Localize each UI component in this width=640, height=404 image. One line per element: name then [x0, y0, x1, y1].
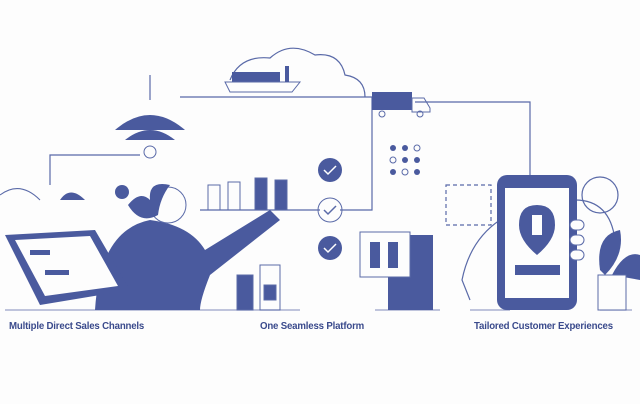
lamp-icon — [115, 115, 185, 159]
dot-grid — [389, 144, 421, 176]
cloud-icon — [229, 47, 366, 98]
caption-customer-experiences: Tailored Customer Experiences — [474, 320, 613, 332]
phone-icon — [497, 175, 585, 310]
connector-line — [340, 120, 373, 211]
connector-line — [49, 154, 140, 185]
truck-icon — [372, 92, 431, 118]
check-icons — [317, 158, 343, 260]
connector-line — [415, 101, 531, 205]
dashed-placeholder — [445, 184, 492, 226]
caption-seamless-platform: One Seamless Platform — [260, 320, 365, 332]
connector-line — [180, 96, 373, 120]
bottles-floor — [236, 264, 281, 311]
monitor-icon — [0, 188, 130, 305]
bottles-shelf — [207, 177, 288, 211]
ship-icon — [224, 66, 302, 93]
plant-icon — [597, 230, 640, 311]
product-box — [359, 231, 433, 310]
woman-figure — [95, 184, 280, 310]
caption-sales-channels: Multiple Direct Sales Channels — [9, 320, 145, 332]
